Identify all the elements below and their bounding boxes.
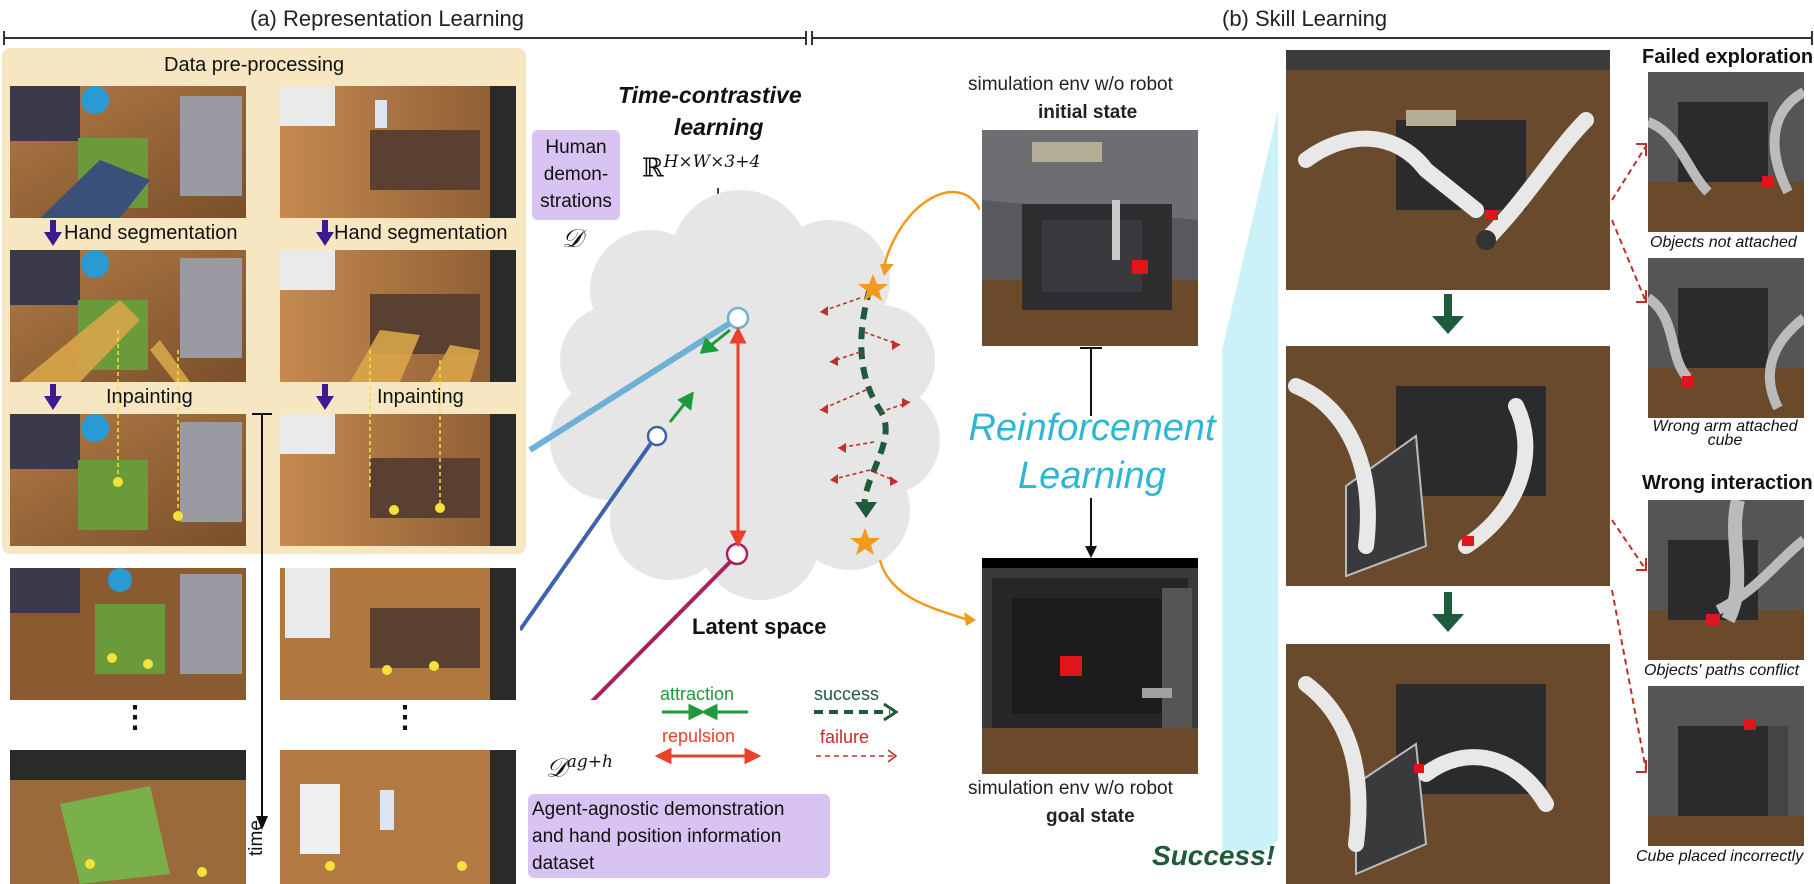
robot-frame-2 [1286, 346, 1610, 586]
failed-exploration-title: Failed exploration [1642, 46, 1814, 68]
photo-right-row4 [280, 568, 516, 700]
legend-marks [654, 702, 899, 765]
robot-frame-3 [1286, 644, 1610, 884]
step-hand-segmentation-left: Hand segmentation [64, 222, 238, 244]
human-demos-symbol: 𝒟 [562, 224, 583, 254]
latent-cloud [550, 190, 940, 600]
step-inpainting-right: Inpainting [377, 386, 464, 408]
photo-left-row3 [10, 330, 246, 546]
down-arrow-icon [44, 220, 334, 410]
orange-arrowhead-goal [964, 612, 976, 626]
sim-link-arrows [1080, 347, 1102, 558]
initial-state-caption-line2: initial state [1038, 102, 1138, 123]
human-demos-text: Human demon- strations [540, 137, 612, 212]
success-path [858, 287, 889, 511]
failure-caption-4: Cube placed incorrectly [1636, 848, 1804, 865]
step-hand-segmentation-right: Hand segmentation [334, 222, 508, 244]
header-representation-learning: (a) Representation Learning [250, 6, 524, 31]
success-label: Success! [1152, 840, 1275, 871]
progress-arrow-1 [1432, 294, 1464, 334]
goal-state-caption-line1: simulation env w/o robot [968, 778, 1173, 799]
wrong-interaction-title: Wrong interaction [1642, 472, 1813, 494]
photo-grid-bottom [10, 568, 516, 884]
photo-left-row1 [10, 86, 246, 218]
node-anchor [726, 306, 750, 330]
initial-state-caption-line1: simulation env w/o robot [968, 74, 1173, 95]
latent-space-label: Latent space [692, 614, 827, 639]
legend-repulsion: repulsion [662, 726, 736, 746]
legend-attraction: attraction [660, 684, 735, 704]
time-axis [252, 413, 272, 830]
photo-left-row4 [10, 568, 246, 700]
photo-left-row2 [10, 250, 246, 382]
photo-grid-top [10, 86, 516, 546]
failure-arrows [1611, 143, 1647, 773]
sim-goal-state [982, 558, 1198, 774]
photo-right-row5 [280, 750, 516, 884]
header-brackets [3, 31, 1813, 45]
failure-frame-2 [1648, 258, 1804, 418]
zoom-wedge [1222, 110, 1278, 850]
star-icon [850, 274, 888, 555]
failure-frame-3 [1648, 500, 1804, 660]
failure-caption-3: Objects' paths conflict [1644, 662, 1800, 679]
dots-right: ⋮ [390, 701, 420, 734]
goal-state-caption-line2: goal state [1046, 806, 1135, 827]
node-positive [646, 425, 668, 447]
preprocessing-title: Data pre-processing [164, 54, 345, 76]
red-cube-icon [1060, 656, 1082, 676]
tcl-title-line2: learning [674, 114, 764, 140]
legend-success: success [814, 684, 880, 704]
input-space-math: ℝH×W×3+4 [642, 152, 761, 184]
agent-dataset-text: Agent-agnostic demonstration and hand po… [532, 799, 785, 874]
legend-failure: failure [820, 727, 870, 747]
human-demos-box [532, 130, 620, 220]
time-label: time [246, 820, 267, 856]
failure-frame-1 [1648, 72, 1804, 232]
step-inpainting-left: Inpainting [106, 386, 193, 408]
robot-frame-1 [1286, 50, 1610, 290]
agent-dataset-box [528, 794, 830, 878]
agent-dataset-symbol: 𝒟ag+h [546, 752, 613, 784]
photo-right-row2 [280, 250, 516, 382]
dots-left: ⋮ [120, 701, 150, 734]
photo-right-row3 [280, 350, 516, 546]
photo-left-row5 [10, 750, 246, 884]
node-negative [725, 542, 749, 566]
failure-caption-1: Objects not attached [1650, 234, 1797, 251]
latent-space-diagram [520, 190, 980, 700]
sim-initial-state [982, 130, 1198, 346]
failure-frame-4 [1648, 686, 1804, 846]
orange-arrowheads [880, 264, 894, 276]
photo-right-row1 [280, 86, 516, 218]
failure-caption-2: Wrong arm attached cube [1652, 418, 1798, 449]
rl-label: Reinforcement Learning [968, 407, 1216, 497]
tcl-title-line1: Time-contrastive [618, 82, 802, 108]
progress-arrow-2 [1432, 592, 1464, 632]
header-skill-learning: (b) Skill Learning [1222, 6, 1388, 31]
